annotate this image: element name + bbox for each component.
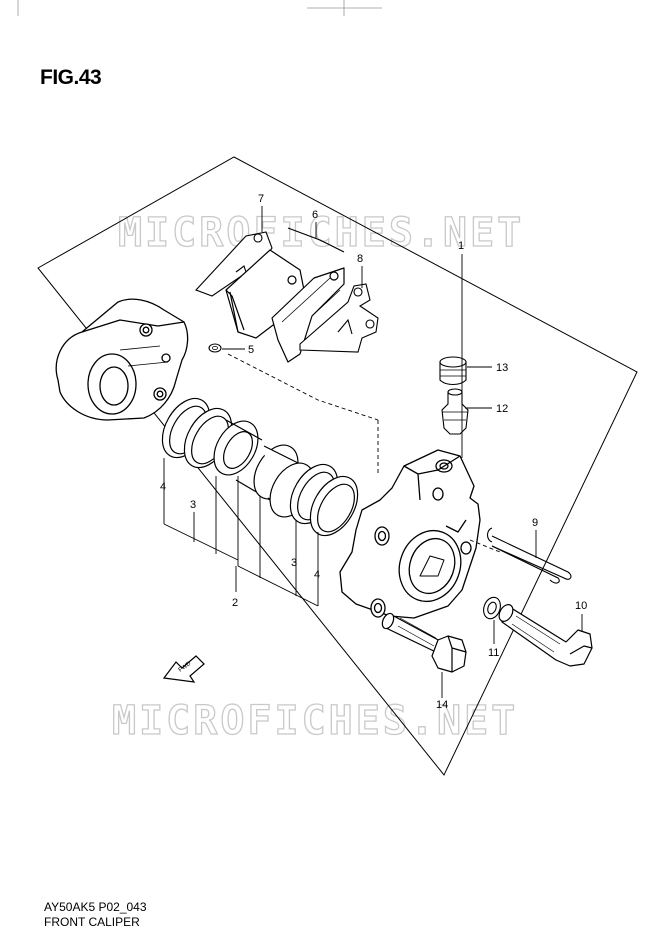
bleeder-valve-12 — [441, 388, 469, 435]
callout-4-right: 4 — [314, 569, 320, 581]
callout-8: 8 — [357, 253, 363, 265]
diagram-frame — [37, 156, 638, 776]
callout-1: 1 — [458, 240, 464, 252]
caliper-bracket — [55, 298, 189, 421]
watermark-bottom: MICROFICHES.NET — [112, 698, 518, 744]
callout-12: 12 — [496, 403, 508, 415]
callout-6: 6 — [312, 209, 318, 221]
diagram-name: FRONT CALIPER — [44, 915, 140, 929]
caliper-body — [339, 449, 481, 619]
callout-2: 2 — [232, 597, 238, 609]
callout-10: 10 — [575, 600, 587, 612]
retaining-pin-9 — [486, 527, 572, 584]
brake-pads-6 — [225, 227, 345, 363]
callout-14: 14 — [436, 699, 448, 711]
callout-11: 11 — [488, 647, 499, 659]
pad-plate-8 — [299, 283, 379, 353]
bolt-10 — [498, 604, 593, 667]
crop-marks — [17, 0, 382, 16]
watermark-top: MICROFICHES.NET — [118, 210, 524, 256]
callout-3-left: 3 — [190, 499, 196, 511]
callout-3-right: 3 — [291, 557, 297, 569]
bolt-14 — [381, 612, 467, 673]
washer-11 — [483, 596, 501, 620]
seals-and-pistons — [161, 397, 359, 537]
callout-7: 7 — [258, 193, 264, 205]
pad-spring-7 — [195, 231, 273, 297]
leader-lines — [163, 206, 583, 698]
diagram-code: AY50AK5 P02_043 — [44, 900, 147, 914]
callout-9: 9 — [532, 517, 538, 529]
callout-5: 5 — [248, 344, 254, 356]
callout-4-left: 4 — [160, 481, 166, 493]
front-direction-arrow-icon: FWD — [162, 655, 205, 683]
bleed-cap-13 — [439, 356, 467, 386]
part-callouts: 1 2 3 3 4 4 5 6 7 8 9 10 11 12 13 14 — [160, 193, 587, 711]
figure-title: FIG.43 — [40, 66, 102, 89]
callout-13: 13 — [496, 362, 508, 374]
